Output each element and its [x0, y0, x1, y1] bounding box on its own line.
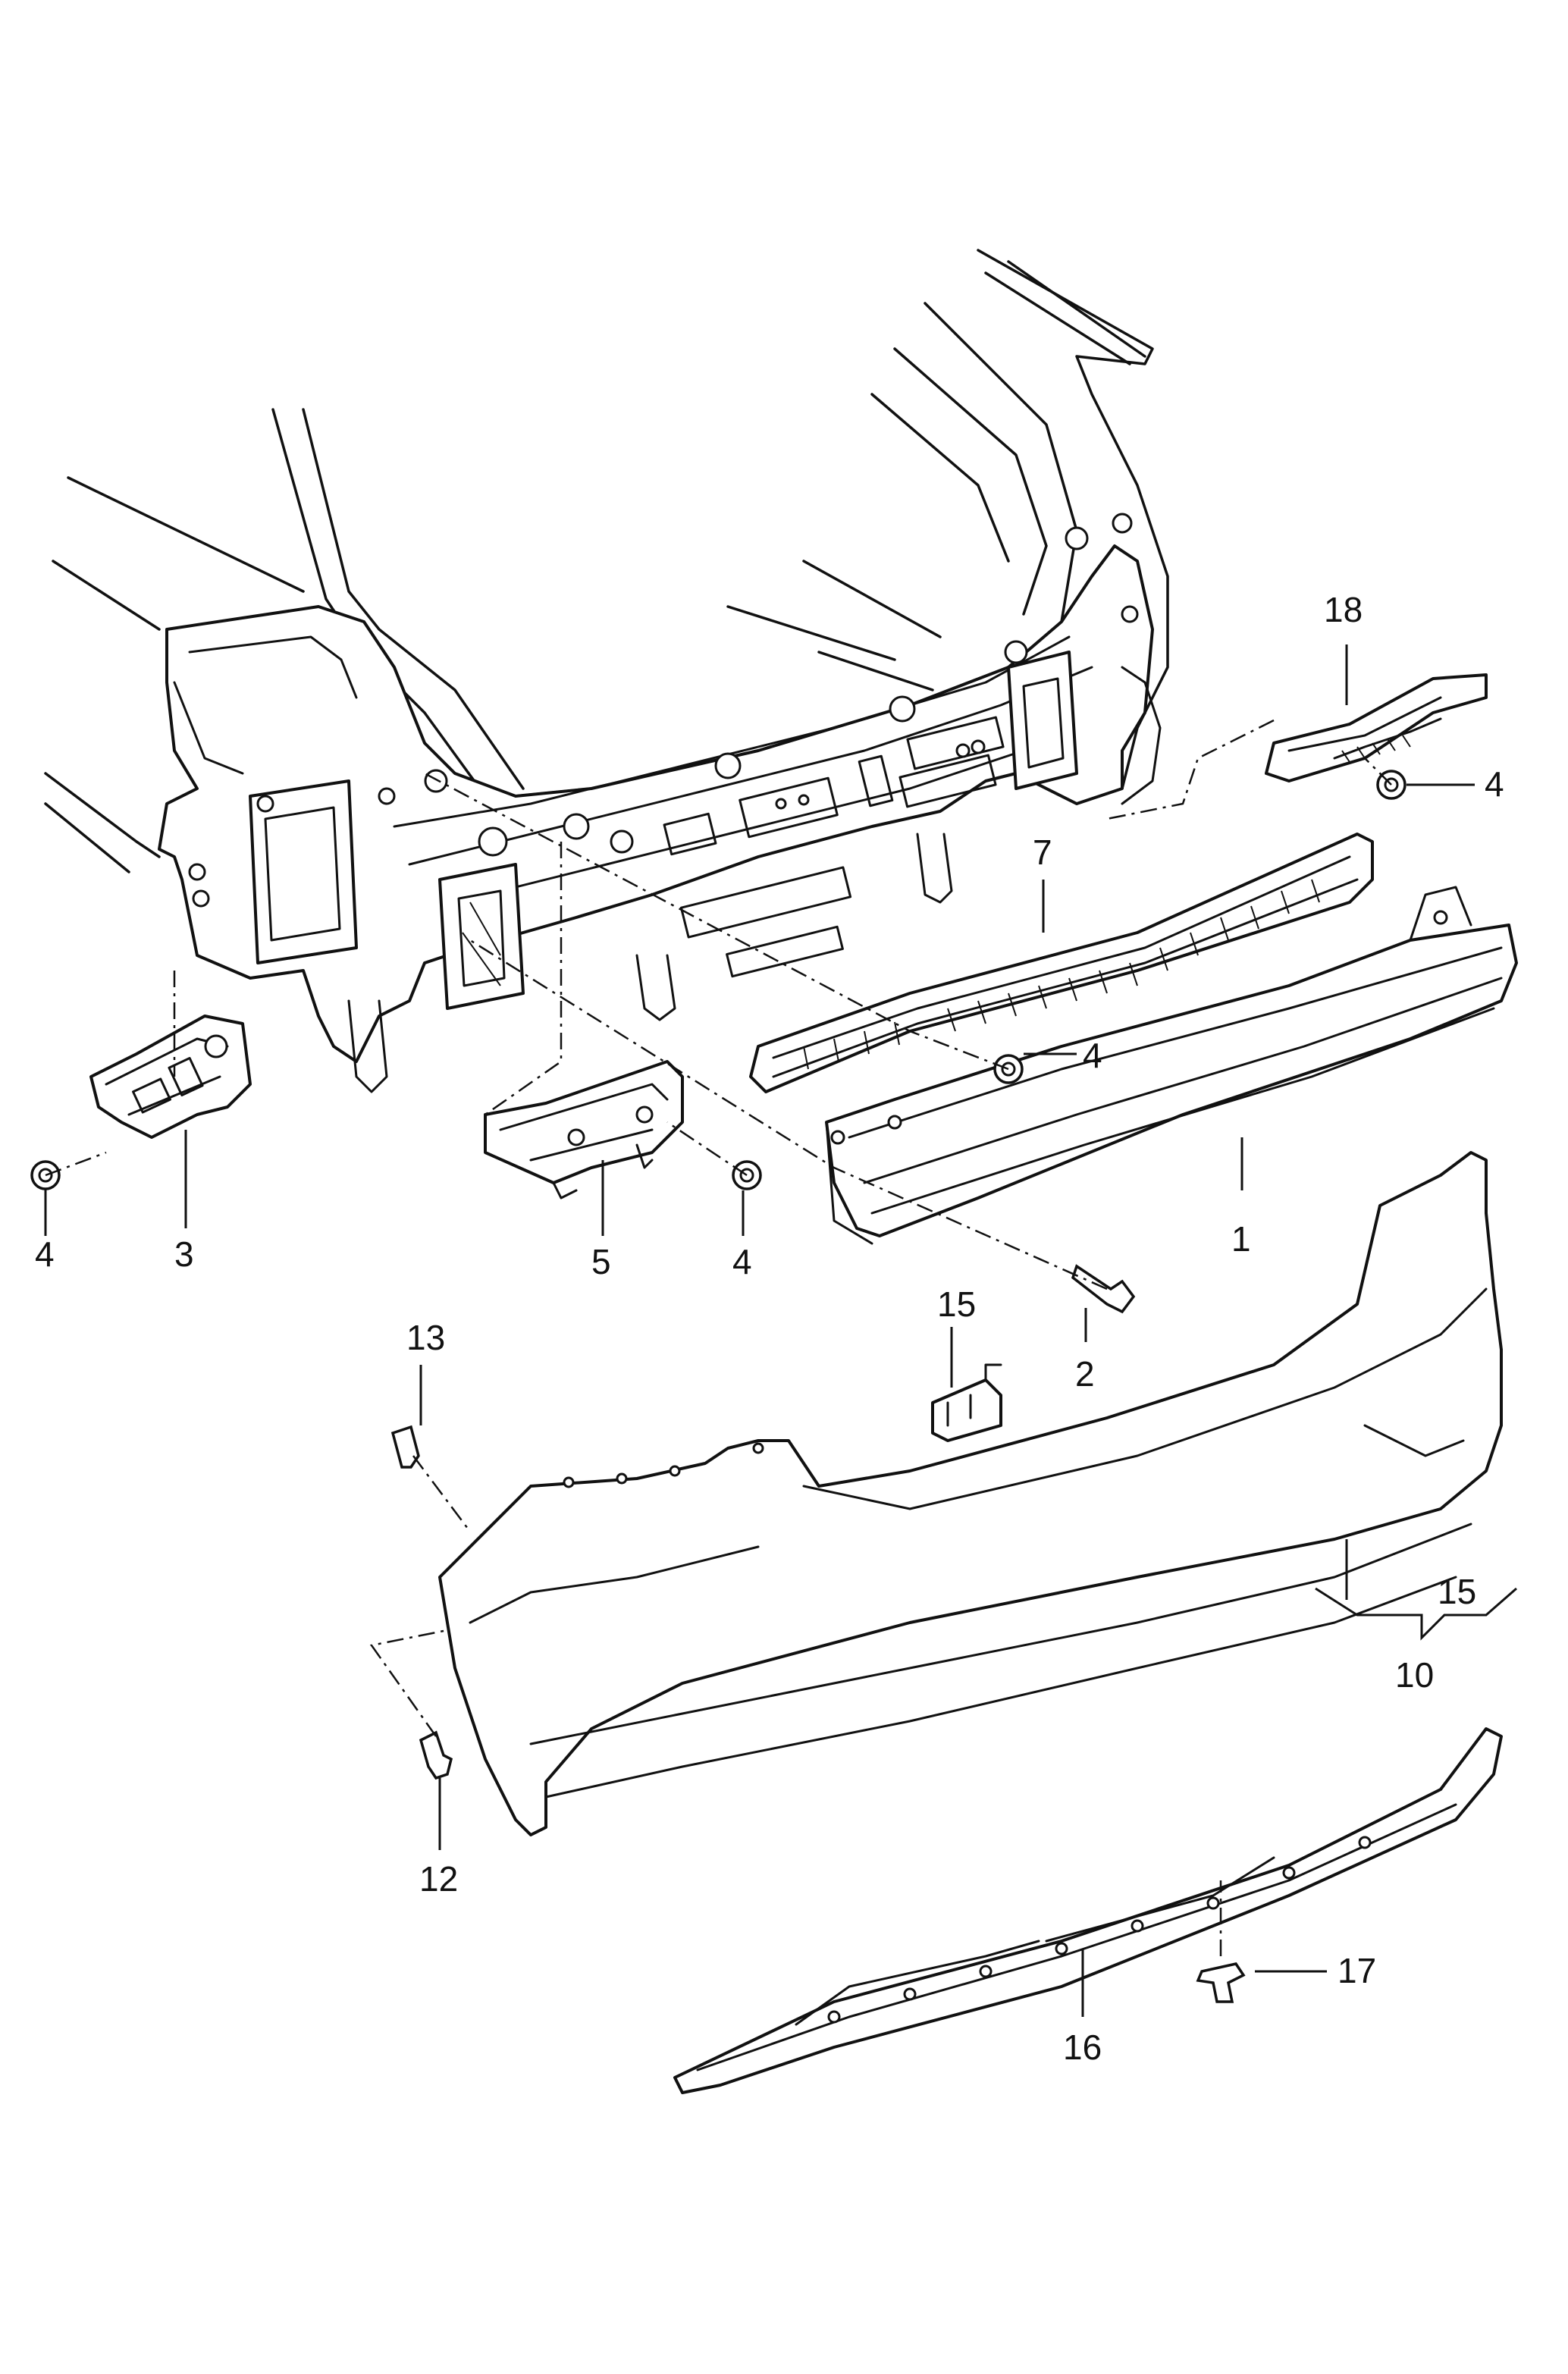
leader-lines: [44, 644, 1517, 2017]
part-5-guide-bracket: [484, 1060, 684, 1200]
part-1-bumper-carrier: [825, 886, 1518, 1245]
part-3-left-bracket: [89, 1015, 252, 1139]
callout-3: 3: [174, 1234, 194, 1274]
callout-10: 10: [1395, 1655, 1434, 1695]
part-16-lower-trim: [673, 1727, 1503, 2094]
part-10-bumper-cover: [438, 1151, 1503, 1836]
callout-7: 7: [1033, 833, 1052, 872]
callout-1: 1: [1231, 1219, 1251, 1259]
callout-5: 5: [591, 1242, 611, 1281]
assembly-lines: [45, 719, 1392, 1956]
callout-4-middle: 4: [732, 1242, 752, 1281]
screw-13: [390, 1425, 420, 1469]
part-7-impact-absorber: [749, 833, 1374, 1093]
callout-17: 17: [1338, 1951, 1376, 1990]
screw-12: [419, 1730, 453, 1780]
callout-labels: 18 4 7 4 1 4 3 5 4 2 15 13 15 10 12 17 1…: [35, 590, 1504, 2067]
vehicle-rear-body: [44, 249, 1169, 1093]
callout-13: 13: [406, 1318, 445, 1357]
part-15-clip: [931, 1363, 1002, 1442]
callout-4-left: 4: [35, 1234, 55, 1274]
clip-17: [1196, 1962, 1246, 2003]
callout-15-clip: 15: [937, 1284, 976, 1324]
callout-15-bumper: 15: [1438, 1572, 1476, 1611]
callout-12: 12: [419, 1859, 458, 1899]
callout-4-upper-right: 4: [1485, 764, 1504, 804]
callout-18: 18: [1324, 590, 1363, 629]
bolt-2: [1071, 1264, 1136, 1314]
callout-16: 16: [1063, 2027, 1102, 2067]
part-18-bracket: [1265, 673, 1488, 782]
callout-4-center: 4: [1083, 1036, 1102, 1075]
callout-2: 2: [1075, 1354, 1095, 1394]
